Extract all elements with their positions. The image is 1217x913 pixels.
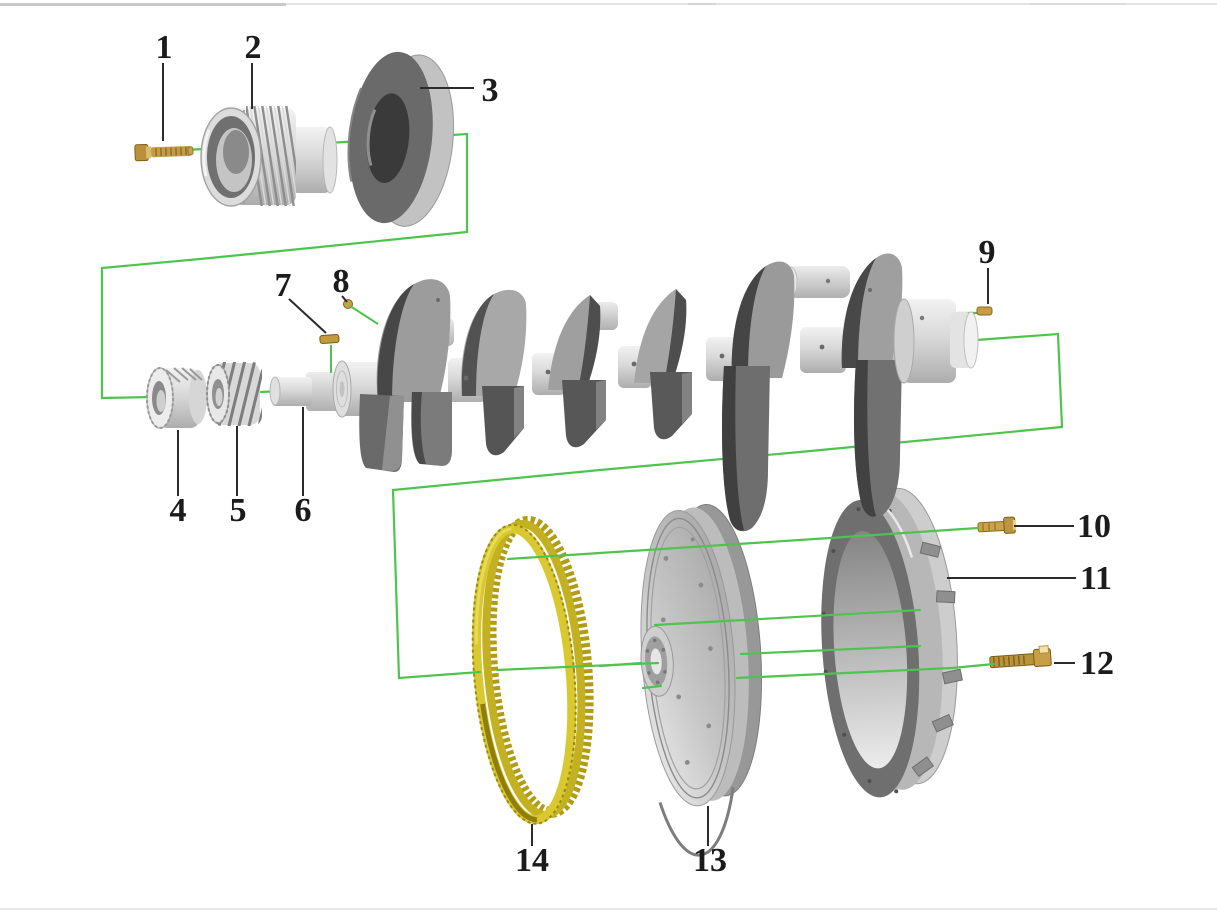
callout-4: 4: [170, 492, 187, 529]
callout-14: 14: [515, 842, 549, 879]
assembly-line-hub-short: [641, 684, 663, 690]
part-6-crank-nose: [269, 360, 352, 418]
part-9-pin: [976, 306, 993, 316]
callout-13: 13: [693, 842, 727, 879]
crank-oil-holes: [436, 288, 872, 381]
part-11-housing-ring: [821, 487, 963, 798]
crank-webs-lower: [359, 360, 902, 532]
callout-2: 2: [245, 29, 262, 66]
callout-6: 6: [295, 492, 312, 529]
leader-line-7: [288, 298, 327, 334]
callout-8: 8: [333, 263, 350, 300]
part-2-pulley: [200, 106, 338, 207]
part-7-crankshaft: [340, 253, 979, 532]
part-1-bolt: [134, 143, 194, 162]
part-10-bolt: [977, 516, 1017, 534]
part-13-flywheel: [640, 504, 763, 857]
part-5-timing-gear: [206, 362, 262, 426]
callout-3: 3: [482, 72, 499, 109]
leader-lines: [162, 63, 1076, 846]
assembly-line-bolt10: [506, 526, 980, 561]
crank-rear-flange: [893, 298, 979, 384]
callout-9: 9: [979, 234, 996, 271]
assembly-line-flywheel-top: [653, 608, 922, 627]
callout-labels: 1 2 3 4 5 6 7 8 9 10 11 12 13 14: [156, 29, 1115, 879]
part-14-ring-gear: [471, 515, 594, 825]
flywheel-hub-bearing: [640, 625, 674, 697]
callout-10: 10: [1077, 508, 1111, 545]
callout-7: 7: [275, 267, 292, 304]
housing-band-notches: [911, 541, 963, 778]
flywheel-bolt-holes: [660, 537, 713, 765]
callout-11: 11: [1080, 560, 1112, 597]
part-3-pulley-ring: [347, 51, 455, 227]
crank-webs-upper: [376, 253, 903, 402]
callout-12: 12: [1080, 645, 1114, 682]
part-7b-dowel-pin: [319, 334, 340, 345]
callout-1: 1: [156, 29, 173, 66]
assembly-line-pin8: [349, 305, 379, 325]
leader-line-8: [341, 295, 348, 303]
callout-5: 5: [230, 492, 247, 529]
page-edge-lines: [0, 3, 1217, 910]
part-4-front-gear: [146, 367, 207, 429]
part-12-bolt: [989, 645, 1052, 669]
assembly-line-flywheel-mid: [598, 644, 922, 668]
assembly-line-bolt12: [735, 662, 996, 680]
